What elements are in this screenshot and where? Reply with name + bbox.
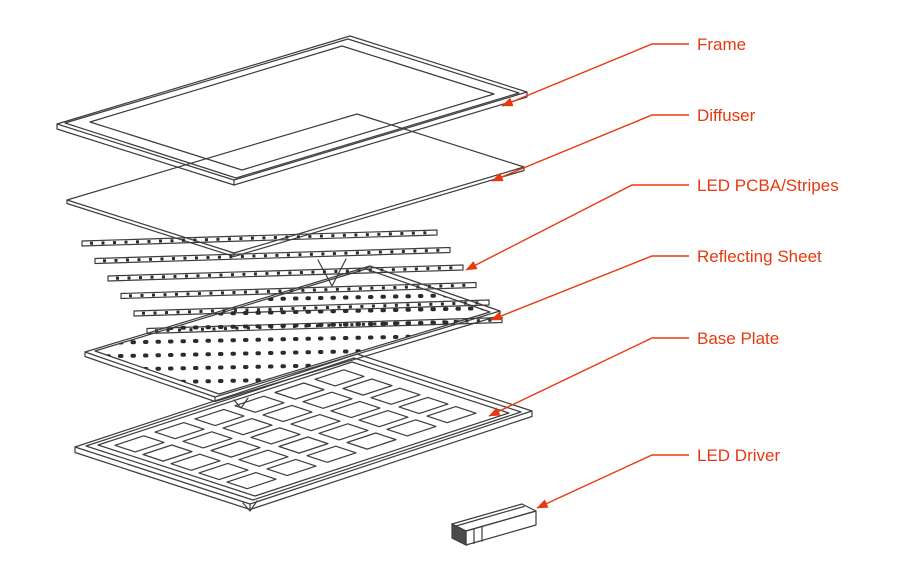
leader-lines bbox=[465, 43, 689, 509]
plate-cutout-grid bbox=[114, 369, 477, 490]
plate-hole bbox=[290, 413, 341, 432]
plate-hole bbox=[210, 440, 261, 458]
frame-leader bbox=[501, 43, 689, 107]
plate-hole bbox=[426, 405, 477, 424]
led-pcba-leader bbox=[465, 184, 689, 271]
diffuser-part bbox=[66, 113, 525, 258]
led-strip bbox=[146, 316, 503, 335]
base-plate-leader bbox=[488, 337, 689, 417]
plate-hole bbox=[234, 395, 285, 413]
led-dots bbox=[89, 231, 430, 245]
led-dots bbox=[102, 248, 443, 263]
center-notch bbox=[317, 258, 347, 287]
plate-hole bbox=[114, 435, 165, 453]
driver-front-face bbox=[465, 510, 537, 546]
led-strip bbox=[81, 229, 438, 247]
led-strip bbox=[107, 264, 464, 282]
plate-hole bbox=[342, 378, 393, 396]
reflector-rim-edge bbox=[94, 268, 491, 395]
label-led-driver: LED Driver bbox=[697, 446, 780, 465]
plate-hole bbox=[370, 387, 421, 405]
plate-hole bbox=[222, 417, 273, 436]
plate-hole bbox=[194, 408, 245, 427]
led-pcba-strips-part bbox=[81, 229, 503, 335]
driver-terminal-end bbox=[451, 523, 467, 546]
led-strip bbox=[120, 281, 477, 300]
plate-hole bbox=[182, 431, 233, 449]
plate-hole bbox=[398, 396, 449, 415]
label-frame: Frame bbox=[697, 35, 746, 54]
label-diffuser: Diffuser bbox=[697, 106, 756, 125]
reflecting-sheet-part bbox=[84, 265, 501, 409]
plate-hole bbox=[346, 432, 397, 450]
driver-lid-seam bbox=[455, 505, 525, 527]
plate-hole bbox=[278, 436, 329, 454]
driver-top-face bbox=[451, 503, 537, 532]
diffuser-leader bbox=[491, 114, 689, 182]
plate-rim-edge bbox=[85, 357, 522, 501]
plate-hole bbox=[358, 409, 409, 428]
plate-hole bbox=[142, 444, 193, 462]
led-driver-part bbox=[451, 503, 537, 546]
plate-hole bbox=[226, 471, 277, 490]
plate-hole bbox=[330, 400, 381, 419]
plate-hole bbox=[302, 391, 353, 409]
plate-hole bbox=[238, 449, 289, 467]
led-dots bbox=[115, 266, 456, 280]
reflector-hole-row bbox=[95, 346, 490, 359]
plate-hole bbox=[274, 382, 325, 400]
reflector-hole-row bbox=[95, 373, 490, 386]
label-led-pcba: LED PCBA/Stripes bbox=[697, 176, 839, 195]
diffuser-thickness bbox=[66, 166, 525, 258]
plate-hole bbox=[266, 458, 317, 477]
plate-hole bbox=[318, 423, 369, 441]
plate-hole bbox=[386, 419, 437, 437]
led-driver-leader bbox=[536, 454, 689, 509]
reflector-hole-row bbox=[95, 305, 490, 319]
plate-hole bbox=[198, 462, 249, 481]
frame-thickness bbox=[56, 91, 528, 186]
led-dots bbox=[141, 301, 482, 315]
plate-hole bbox=[170, 453, 221, 471]
plate-hole bbox=[250, 427, 301, 445]
labels: Frame Diffuser LED PCBA/Stripes Reflecti… bbox=[697, 35, 839, 465]
frame-opening bbox=[89, 45, 495, 171]
plate-hole bbox=[306, 445, 357, 463]
plate-hole bbox=[154, 421, 205, 440]
frame-outer-edge bbox=[56, 35, 528, 181]
base-plate-part bbox=[74, 353, 533, 512]
frame-rim-edge bbox=[64, 38, 520, 179]
plate-inner-edge bbox=[97, 361, 510, 497]
led-strip bbox=[94, 246, 451, 265]
label-base-plate: Base Plate bbox=[697, 329, 779, 348]
frame-part bbox=[56, 35, 528, 186]
plate-hole bbox=[314, 369, 365, 387]
label-reflecting-sheet: Reflecting Sheet bbox=[697, 247, 822, 266]
plate-hole bbox=[262, 404, 313, 423]
led-strip bbox=[133, 299, 490, 317]
diffuser-sheet bbox=[66, 113, 525, 254]
plate-tab bbox=[242, 500, 258, 512]
reflecting-sheet-leader bbox=[490, 255, 689, 321]
